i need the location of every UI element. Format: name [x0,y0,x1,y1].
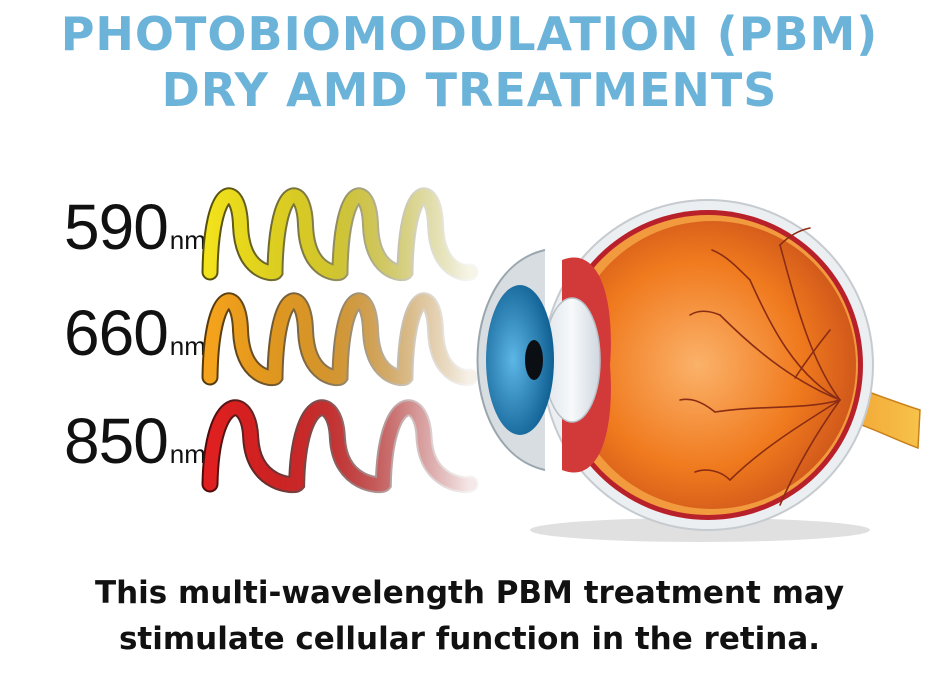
light-waves [201,187,479,494]
pupil [525,340,543,380]
wavelength-label-590: 590nm [64,190,206,264]
eye-anatomy-illustration [476,199,921,542]
wavelength-value: 660 [64,297,169,369]
wavelength-value: 590 [64,191,169,263]
wavelength-unit: nm [169,331,206,361]
title-line-1: PHOTOBIOMODULATION (PBM) [60,7,879,61]
wavelength-unit: nm [169,225,206,255]
vitreous-body [568,221,856,509]
retinal-blood-vessels [679,227,841,506]
title-line-2: DRY AMD TREATMENTS [161,63,778,117]
wave-660nm [203,294,477,385]
wave-590nm [203,189,477,280]
wavelength-label-850: 850nm [64,404,206,478]
caption-line-1: This multi-wavelength PBM treatment may [94,575,845,611]
wavelength-unit: nm [169,439,206,469]
iris [486,285,554,435]
caption-line-2: stimulate cellular function in the retin… [118,621,821,657]
wave-850nm [203,401,477,492]
wavelength-label-660: 660nm [64,296,206,370]
wavelength-value: 850 [64,405,169,477]
